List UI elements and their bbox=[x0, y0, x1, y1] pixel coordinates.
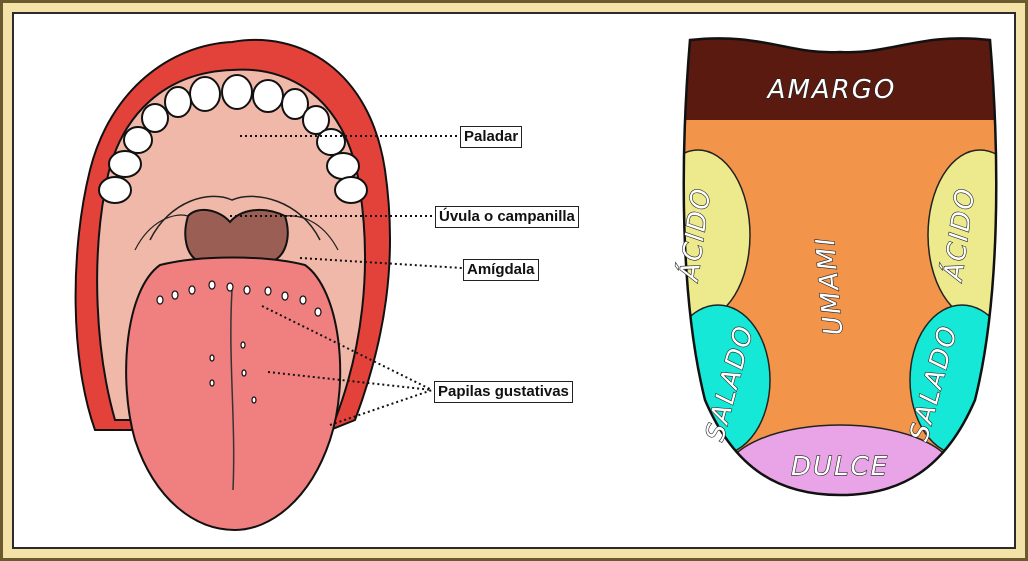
label-paladar: Paladar bbox=[460, 126, 522, 148]
zone-acido-right bbox=[928, 150, 1028, 320]
label-papilas: Papilas gustativas bbox=[434, 381, 573, 403]
throat bbox=[185, 210, 287, 262]
label-dulce: DULCE bbox=[791, 452, 889, 482]
label-amigdala: Amígdala bbox=[463, 259, 539, 281]
mouth-illustration bbox=[76, 40, 462, 530]
taste-map: AMARGO ÁCIDO ÁCIDO UMAMI SALADO SALADO D… bbox=[646, 30, 1028, 525]
label-amargo: AMARGO bbox=[766, 75, 897, 105]
label-uvula: Úvula o campanilla bbox=[435, 206, 579, 228]
